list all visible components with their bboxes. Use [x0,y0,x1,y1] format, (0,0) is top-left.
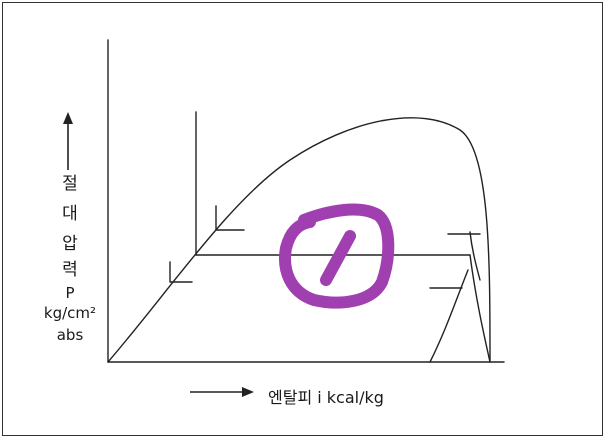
y-axis-label-char-2: 대 [62,204,78,224]
y-axis-label-char-1: 절 [62,174,78,194]
x-axis-arrow [190,387,254,397]
right-branch [469,254,491,363]
x-axis-label: 엔탈피 i kcal/kg [268,388,384,407]
y-axis-unit-suffix: abs [56,326,84,344]
left-step-mark-upper [215,205,245,231]
saturation-dome [107,117,491,363]
y-axis-arrow [63,112,73,170]
annotation-slash [320,230,356,286]
diagram-frame [2,2,603,436]
y-axis-symbol: P [65,284,75,302]
right-curve-lower [429,269,469,363]
annotation-loop [279,203,395,309]
y-axis-unit: kg/cm² [43,304,97,322]
y-axis-label-char-4: 력 [62,260,78,280]
left-step-mark-lower [169,261,193,283]
right-curve-upper [469,231,481,281]
handwritten-annotation [279,203,395,309]
y-axis-label-char-3: 압 [62,234,78,254]
